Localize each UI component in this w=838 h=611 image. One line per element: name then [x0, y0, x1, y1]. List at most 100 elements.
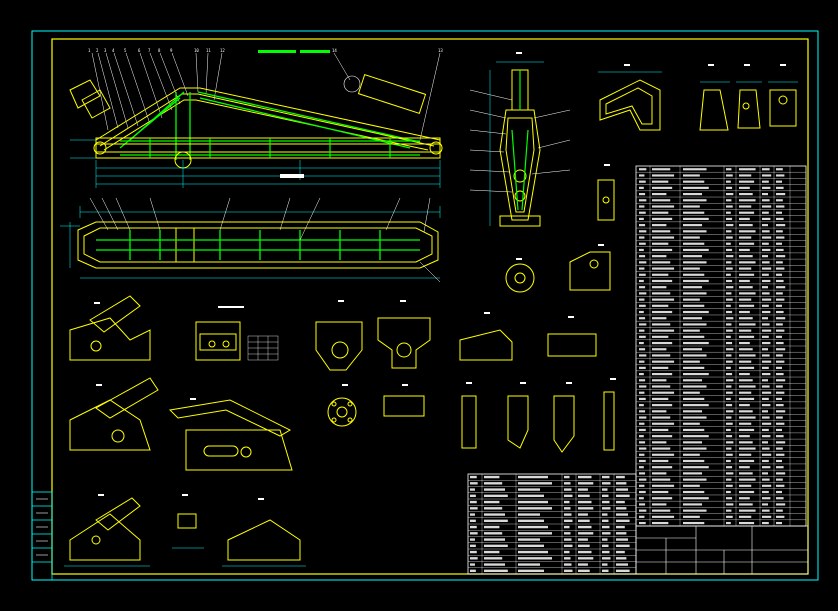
svg-text:4: 4	[112, 48, 115, 53]
bom-cell-text	[726, 217, 733, 220]
bom-cell-text	[776, 360, 785, 363]
bom-cell-text	[683, 310, 709, 314]
bom-cell-text	[776, 335, 782, 338]
bom-cell-text	[762, 205, 772, 208]
bom-cell-text	[776, 304, 782, 307]
bom-cell-text	[776, 410, 786, 413]
bom-cell-text	[739, 521, 755, 525]
bom-cell-text	[776, 348, 786, 351]
bom-cell-text	[639, 472, 646, 475]
bom-cell-text	[776, 267, 785, 270]
bom-bottom-cell-text	[518, 538, 540, 541]
bom-cell-text	[652, 286, 667, 289]
bom-cell-text	[683, 428, 705, 432]
bom-cell-text	[776, 273, 782, 276]
bom-cell-text	[762, 478, 770, 481]
bom-cell-text	[762, 186, 771, 189]
bom-cell-text	[652, 242, 669, 245]
bom-bottom-cell-text	[470, 557, 478, 560]
bom-cell-text	[726, 447, 732, 450]
bom-cell-text	[683, 341, 709, 345]
bom-cell-text	[762, 354, 770, 357]
bom-bottom-cell-text	[578, 500, 592, 504]
bom-cell-text	[683, 441, 703, 444]
bom-bottom-cell-text	[564, 550, 570, 554]
bom-bottom-cell-text	[602, 532, 611, 535]
bom-cell-text	[726, 248, 733, 252]
bom-bottom-cell-text	[602, 475, 610, 479]
bom-cell-text	[776, 298, 785, 301]
bom-cell-text	[652, 484, 675, 487]
bom-cell-text	[726, 484, 733, 487]
bom-cell-text	[739, 193, 753, 196]
bom-cell-text	[726, 459, 731, 463]
bom-bottom-cell-text	[564, 500, 570, 504]
bom-cell-text	[776, 317, 786, 320]
bom-cell-text	[639, 341, 644, 345]
bom-cell-text	[726, 193, 734, 196]
bom-bottom-cell-text	[470, 550, 477, 554]
bom-cell-text	[776, 279, 784, 283]
bom-cell-text	[739, 459, 755, 463]
bom-bottom-cell-text	[470, 563, 475, 566]
bom-cell-text	[652, 180, 669, 183]
bom-cell-text	[776, 286, 786, 289]
bom-bottom-cell-text	[470, 482, 478, 485]
bom-cell-text	[776, 261, 783, 264]
bom-cell-text	[639, 404, 644, 407]
bom-bottom-cell-text	[578, 525, 592, 529]
bom-bottom-rows	[468, 474, 636, 574]
bom-bottom-cell-text	[484, 563, 505, 566]
bom-cell-text	[639, 466, 644, 469]
svg-text:14: 14	[332, 48, 337, 53]
bom-cell-text	[639, 292, 647, 295]
bom-cell-text	[639, 242, 646, 245]
bom-cell-text	[762, 267, 772, 270]
bom-cell-text	[762, 472, 768, 475]
bom-bottom-cell-text	[518, 507, 552, 510]
bom-bottom-cell-text	[602, 488, 608, 491]
bom-cell-text	[683, 503, 703, 506]
left-revision-strip	[31, 491, 53, 581]
bom-bottom-cell-text	[518, 488, 540, 491]
bom-cell-text	[683, 211, 705, 214]
bom-cell-text	[762, 310, 771, 314]
bom-cell-text	[726, 385, 732, 388]
bom-cell-text	[762, 348, 768, 351]
bom-bottom-cell-text	[616, 475, 625, 479]
bom-cell-text	[776, 211, 782, 214]
bom-bottom-cell-text	[578, 532, 594, 535]
bom-cell-text	[739, 366, 755, 369]
bom-bottom-cell-text	[602, 500, 610, 504]
bom-cell-text	[762, 366, 769, 369]
bom-bottom-cell-text	[484, 482, 503, 485]
bom-cell-text	[726, 341, 733, 345]
bom-bottom-cell-text	[616, 563, 628, 566]
bom-cell-text	[652, 205, 675, 208]
bom-cell-text	[639, 447, 647, 450]
bom-cell-text	[726, 286, 734, 289]
bom-bottom-cell-text	[578, 519, 590, 522]
bom-cell-text	[739, 273, 755, 276]
bom-bottom-cell-text	[602, 569, 609, 572]
bom-cell-text	[683, 509, 707, 512]
bom-cell-text	[739, 509, 756, 512]
bom-cell-text	[639, 298, 645, 301]
bom-cell-text	[739, 497, 750, 500]
bom-cell-text	[739, 335, 755, 338]
bom-cell-text	[639, 310, 644, 314]
bom-cell-text	[739, 248, 750, 252]
bom-cell-text	[652, 503, 667, 506]
truss-green-members	[119, 91, 421, 160]
bom-cell-text	[639, 267, 645, 270]
bom-bottom-cell-text	[518, 550, 548, 554]
bom-cell-text	[739, 416, 756, 419]
bom-cell-text	[739, 286, 753, 289]
bom-cell-text	[726, 428, 731, 432]
bom-cell-text	[762, 373, 771, 376]
section-details-row4	[69, 377, 615, 471]
bom-cell-text	[683, 379, 703, 382]
section-table-small	[247, 335, 279, 361]
